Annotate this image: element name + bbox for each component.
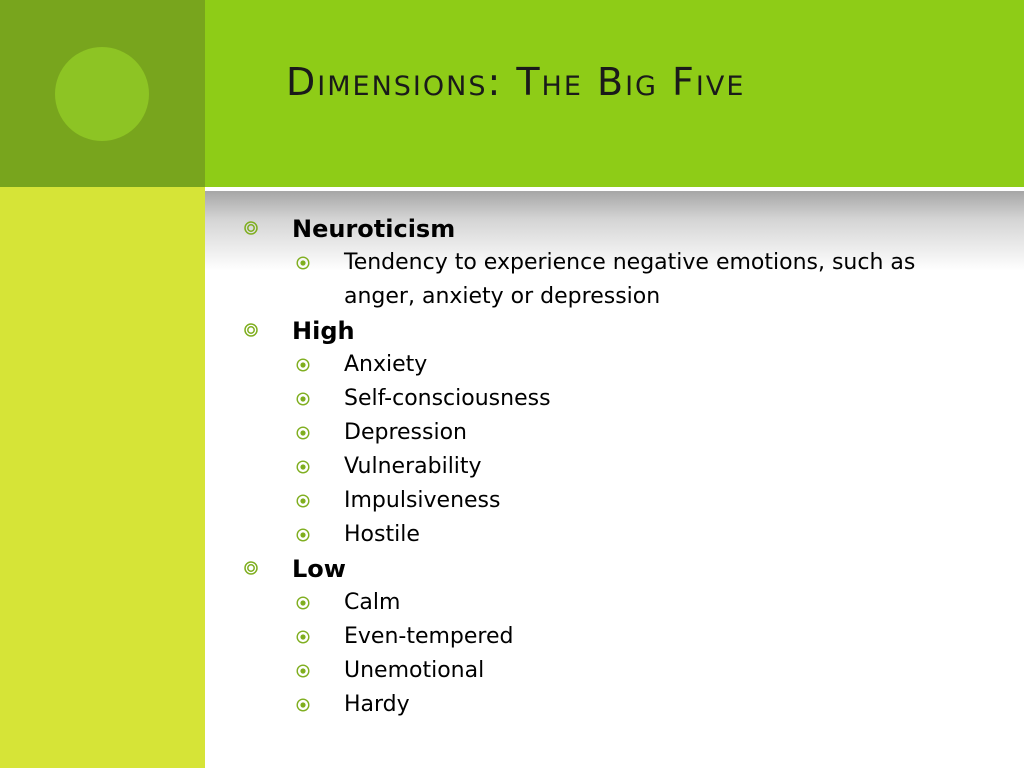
dot-ring-bullet-icon <box>296 698 310 712</box>
sub-bullet: Vulnerability <box>240 450 1000 484</box>
sub-bullet-text: Hostile <box>344 522 420 547</box>
dot-ring-bullet-icon <box>296 426 310 440</box>
double-ring-bullet-icon <box>244 561 258 575</box>
sub-bullet: Calm <box>240 586 1000 620</box>
sub-bullet: Self-consciousness <box>240 382 1000 416</box>
dot-ring-bullet-icon <box>296 528 310 542</box>
dot-ring-bullet-icon <box>296 664 310 678</box>
title-header <box>205 0 1024 187</box>
decorative-circle <box>55 47 149 141</box>
sub-bullet-text: Hardy <box>344 692 410 717</box>
dot-ring-bullet-icon <box>296 596 310 610</box>
sub-bullet-text: Vulnerability <box>344 454 482 479</box>
dot-ring-bullet-icon <box>296 392 310 406</box>
sub-bullet: Depression <box>240 416 1000 450</box>
dot-ring-bullet-icon <box>296 630 310 644</box>
sub-bullet-text: Calm <box>344 590 401 615</box>
sub-bullet: Unemotional <box>240 654 1000 688</box>
slide-title: Dimensions: The Big Five <box>286 60 746 104</box>
sub-bullet-text: Even-tempered <box>344 624 514 649</box>
left-top-panel <box>0 0 205 187</box>
slide-content: Neuroticism Tendency to experience negat… <box>240 212 1000 722</box>
sub-bullet-text: Self-consciousness <box>344 386 551 411</box>
dot-ring-bullet-icon <box>296 494 310 508</box>
sub-bullet: Even-tempered <box>240 620 1000 654</box>
dot-ring-bullet-icon <box>296 358 310 372</box>
double-ring-bullet-icon <box>244 323 258 337</box>
bullet-low: Low <box>240 552 1000 586</box>
sub-bullet: Tendency to experience negative emotions… <box>240 246 964 314</box>
sub-bullet: Anxiety <box>240 348 1000 382</box>
header-shadow <box>205 191 1024 271</box>
bullet-label: Neuroticism <box>292 215 456 243</box>
bullet-label: Low <box>292 555 346 583</box>
bullet-high: High <box>240 314 1000 348</box>
sub-bullet-text: Tendency to experience negative emotions… <box>344 250 916 309</box>
sub-bullet: Hostile <box>240 518 1000 552</box>
sub-bullet-text: Depression <box>344 420 467 445</box>
dot-ring-bullet-icon <box>296 460 310 474</box>
bullet-label: High <box>292 317 355 345</box>
sub-bullet-text: Impulsiveness <box>344 488 501 513</box>
sub-bullet-text: Unemotional <box>344 658 485 683</box>
sub-bullet: Hardy <box>240 688 1000 722</box>
sub-bullet-text: Anxiety <box>344 352 428 377</box>
left-bottom-panel <box>0 187 205 768</box>
bullet-neuroticism: Neuroticism <box>240 212 1000 246</box>
double-ring-bullet-icon <box>244 221 258 235</box>
dot-ring-bullet-icon <box>296 256 310 270</box>
sub-bullet: Impulsiveness <box>240 484 1000 518</box>
header-divider <box>205 187 1024 191</box>
